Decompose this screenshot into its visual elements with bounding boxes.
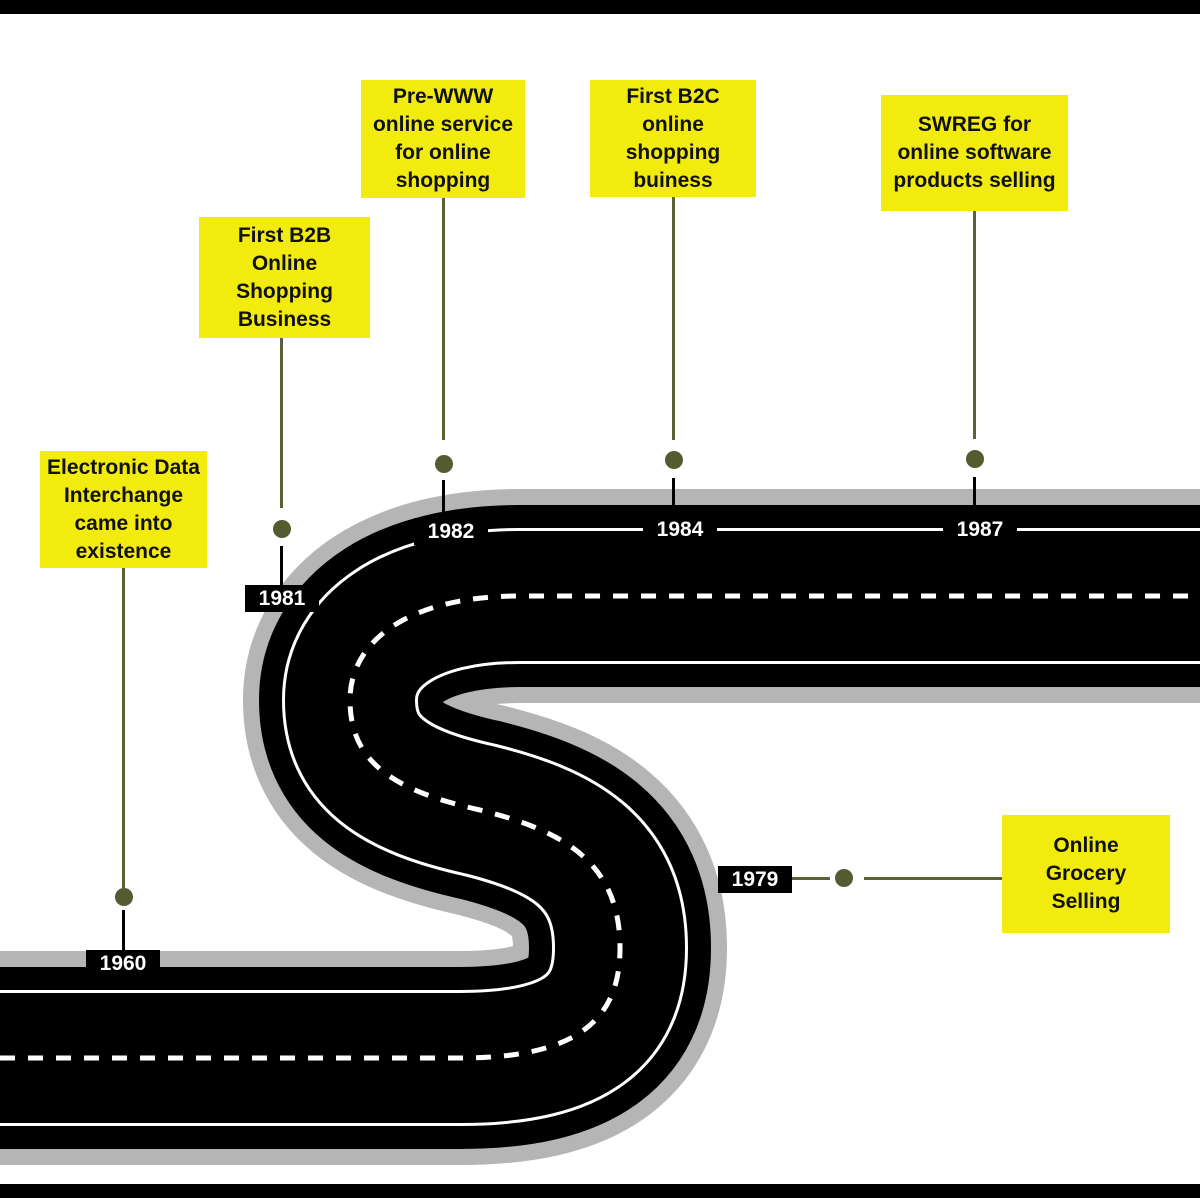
milestone-dot-1982 (435, 455, 453, 473)
year-tick-1987 (973, 477, 976, 516)
milestone-dot-1960 (115, 888, 133, 906)
milestone-text-1960: Electronic Data Interchange came into ex… (47, 455, 200, 563)
milestone-text-1981: First B2B Online Shopping Business (236, 223, 333, 331)
milestone-dot-1979 (835, 869, 853, 887)
road-center-dashes (0, 593, 1200, 1061)
year-label-1984: 1984 (643, 516, 717, 543)
milestone-text-1979: Online Grocery Selling (1045, 834, 1127, 913)
milestone-card-1979: Online Grocery Selling (1002, 815, 1170, 933)
year-label-1987: 1987 (943, 516, 1017, 543)
bottom-border-bar (0, 1184, 1200, 1198)
milestone-card-1981: First B2B Online Shopping Business (199, 217, 370, 338)
year-tick-1979 (792, 877, 830, 880)
milestone-dot-1981 (273, 520, 291, 538)
connector-line-1984 (672, 197, 675, 440)
year-label-1982: 1982 (414, 518, 488, 545)
milestone-text-1984: First B2C online shopping buiness (625, 84, 721, 192)
year-label-1981: 1981 (245, 585, 319, 612)
milestone-card-1984: First B2C online shopping buiness (590, 80, 756, 197)
connector-line-1981 (280, 338, 283, 508)
milestone-text-1982: Pre-WWW online service for online shoppi… (372, 85, 514, 192)
connector-line-1987 (973, 211, 976, 439)
connector-line-1982 (442, 198, 445, 440)
year-label-1960: 1960 (86, 950, 160, 977)
year-tick-1982 (442, 480, 445, 518)
milestone-card-1960: Electronic Data Interchange came into ex… (40, 451, 207, 568)
milestone-text-1987: SWREG for online software products selli… (893, 113, 1056, 192)
milestone-dot-1987 (966, 450, 984, 468)
milestone-card-1982: Pre-WWW online service for online shoppi… (361, 80, 525, 198)
year-tick-1984 (672, 478, 675, 516)
connector-line-1979 (864, 877, 1002, 880)
year-tick-1960 (122, 910, 125, 950)
top-border-bar (0, 0, 1200, 14)
milestone-dot-1984 (665, 451, 683, 469)
milestone-card-1987: SWREG for online software products selli… (881, 95, 1068, 211)
connector-line-1960 (122, 568, 125, 888)
year-label-1979: 1979 (718, 866, 792, 893)
year-tick-1981 (280, 546, 283, 586)
